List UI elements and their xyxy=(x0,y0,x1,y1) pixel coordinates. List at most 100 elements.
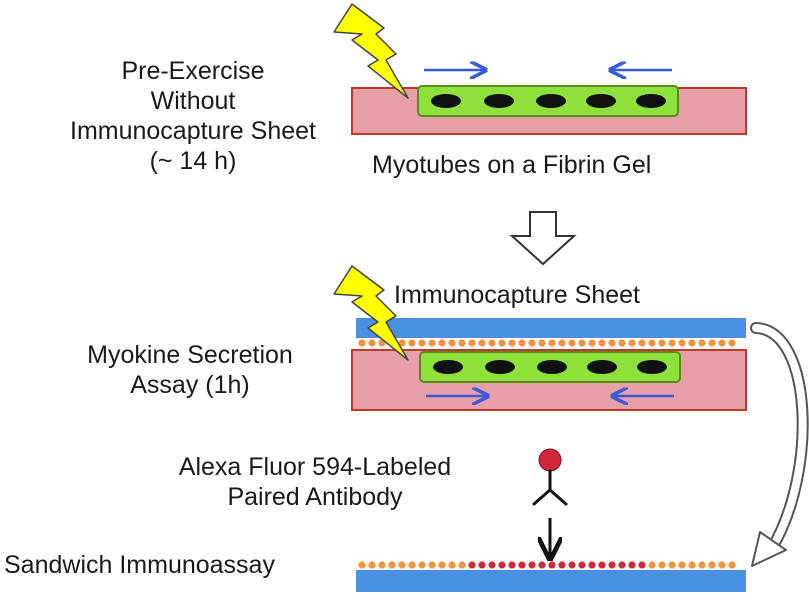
sandwich-sheet xyxy=(356,570,746,592)
capture-antibody-dot xyxy=(698,339,706,347)
fluorophore-dot xyxy=(538,448,562,472)
capture-antibody-dot xyxy=(388,561,396,569)
immunocapture-sheet-label: Immunocapture Sheet xyxy=(394,281,640,309)
capture-antibody-dot xyxy=(708,561,716,569)
nucleus xyxy=(637,360,667,374)
lightning-bolt-icon xyxy=(333,3,409,99)
capture-antibody-dot xyxy=(608,339,616,347)
capture-antibody-dot xyxy=(478,339,486,347)
capture-antibody-dot xyxy=(638,561,646,569)
capture-antibody-dot xyxy=(438,561,446,569)
capture-antibody-dot xyxy=(558,339,566,347)
capture-antibody-dot xyxy=(448,339,456,347)
capture-antibody-dot xyxy=(658,339,666,347)
capture-antibody-dot xyxy=(688,561,696,569)
capture-antibody-dot xyxy=(378,561,386,569)
capture-antibody-dot xyxy=(588,339,596,347)
nucleus xyxy=(484,94,514,108)
nucleus xyxy=(587,360,617,374)
capture-antibody-dot xyxy=(568,561,576,569)
sandwich-label: Sandwich Immunoassay xyxy=(4,551,275,579)
capture-antibody-dot xyxy=(478,561,486,569)
antibody-line-2: Paired Antibody xyxy=(227,483,403,511)
pre-exercise-line-2: Without xyxy=(150,87,236,115)
capture-antibody-dot xyxy=(468,339,476,347)
capture-antibody-dot xyxy=(548,339,556,347)
capture-antibody-dot xyxy=(598,339,606,347)
capture-antibody-dot xyxy=(648,339,656,347)
capture-antibody-dot xyxy=(488,339,496,347)
capture-antibody-dot xyxy=(538,561,546,569)
capture-antibody-dot xyxy=(538,339,546,347)
capture-antibody-dot xyxy=(608,561,616,569)
capture-antibody-dot xyxy=(568,339,576,347)
capture-antibody-dot xyxy=(598,561,606,569)
capture-antibody-dot xyxy=(688,339,696,347)
nucleus xyxy=(536,94,566,108)
capture-antibody-dot xyxy=(728,561,736,569)
capture-antibody-dot xyxy=(628,561,636,569)
capture-antibody-dot xyxy=(518,561,526,569)
capture-antibody-dot xyxy=(518,339,526,347)
pre-exercise-line-4: (~ 14 h) xyxy=(149,147,237,175)
capture-antibody-dot xyxy=(668,339,676,347)
capture-antibody-dot xyxy=(418,561,426,569)
immunocapture-sheet xyxy=(356,318,746,338)
nucleus xyxy=(537,360,567,374)
transfer-arrow-head xyxy=(751,531,787,567)
capture-antibody-dot xyxy=(508,339,516,347)
capture-antibody-dot xyxy=(408,339,416,347)
capture-antibody-dot xyxy=(718,339,726,347)
capture-antibody-dot xyxy=(728,339,736,347)
nuclei-bottom xyxy=(433,360,667,374)
capture-antibody-dot xyxy=(368,339,376,347)
lightning-bolt-icon xyxy=(333,265,409,361)
capture-antibody-dot xyxy=(528,561,536,569)
pre-exercise-line-3: Immunocapture Sheet xyxy=(70,117,316,145)
capture-antibody-dot xyxy=(458,561,466,569)
capture-antibody-dot xyxy=(358,339,366,347)
capture-antibody-dot xyxy=(698,561,706,569)
capture-antibody-dot xyxy=(498,561,506,569)
capture-antibody-dot xyxy=(578,561,586,569)
sandwich-antibody-row xyxy=(358,561,736,569)
capture-antibody-dot xyxy=(718,561,726,569)
nuclei-top xyxy=(431,94,666,108)
capture-antibody-dot xyxy=(418,339,426,347)
capture-antibody-dot xyxy=(628,339,636,347)
antibody-label: Alexa Fluor 594-Labeled Paired Antibody xyxy=(150,452,480,512)
capture-antibody-dot xyxy=(678,339,686,347)
pre-exercise-line-1: Pre-Exercise xyxy=(121,57,265,85)
capture-antibody-dot xyxy=(398,561,406,569)
pre-exercise-label: Pre-Exercise Without Immunocapture Sheet… xyxy=(48,56,338,176)
capture-antibody-dot xyxy=(408,561,416,569)
capture-antibody-dot xyxy=(368,561,376,569)
hollow-down-arrow-icon xyxy=(509,211,577,266)
capture-antibody-dot xyxy=(588,561,596,569)
capture-antibody-dot xyxy=(578,339,586,347)
capture-antibody-dot xyxy=(448,561,456,569)
nucleus xyxy=(636,94,666,108)
capture-antibody-dot xyxy=(648,561,656,569)
capture-antibody-dot xyxy=(678,561,686,569)
capture-antibody-dot xyxy=(428,339,436,347)
capture-antibody-dot xyxy=(438,339,446,347)
capture-antibody-dot xyxy=(708,339,716,347)
capture-antibody-dot xyxy=(668,561,676,569)
capture-antibody-dot xyxy=(548,561,556,569)
capture-antibody-dot xyxy=(558,561,566,569)
myotubes-label: Myotubes on a Fibrin Gel xyxy=(372,151,652,179)
capture-antibody-dot xyxy=(528,339,536,347)
capture-antibody-dot xyxy=(428,561,436,569)
nucleus xyxy=(433,360,463,374)
secretion-assay-line-2: Assay (1h) xyxy=(130,371,250,399)
capture-antibody-dot xyxy=(468,561,476,569)
secretion-assay-label: Myokine Secretion Assay (1h) xyxy=(60,340,320,400)
nucleus xyxy=(485,360,515,374)
capture-antibody-dot xyxy=(508,561,516,569)
nucleus xyxy=(431,94,461,108)
nucleus xyxy=(586,94,616,108)
capture-antibody-dot xyxy=(458,339,466,347)
